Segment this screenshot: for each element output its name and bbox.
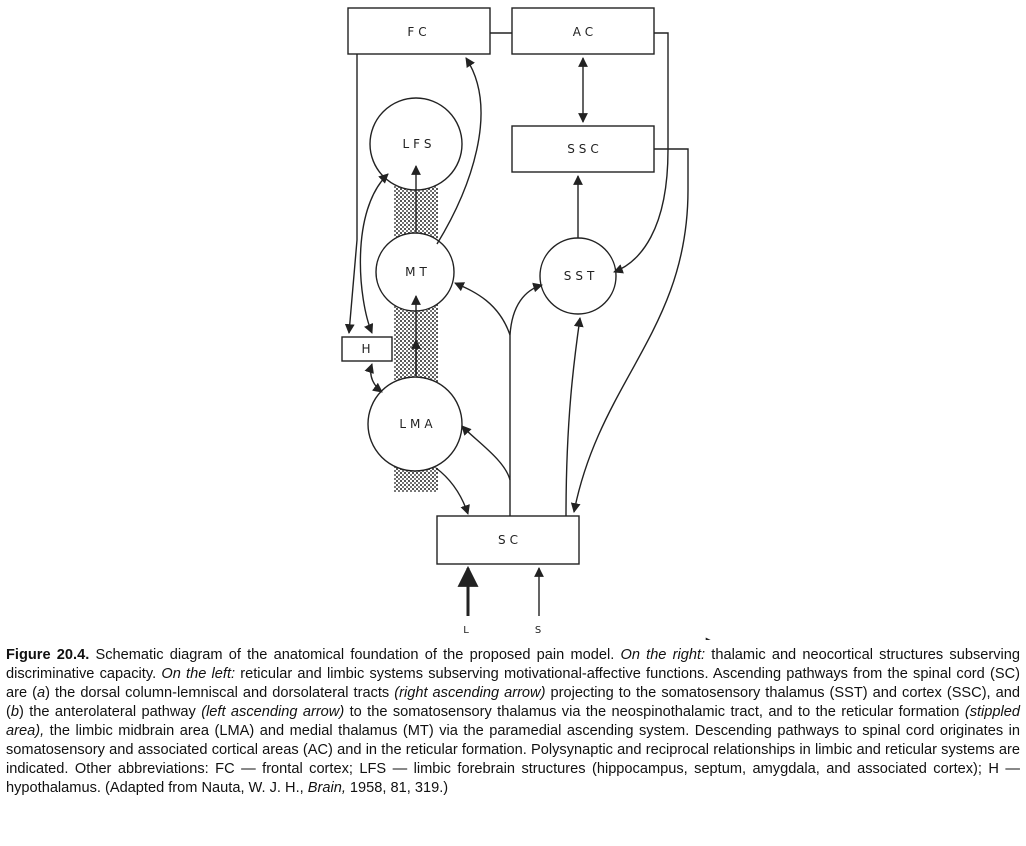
h-label: H	[361, 342, 374, 356]
lfs-h-reciprocal	[359, 173, 389, 334]
ssc-descending-to-sc	[570, 148, 689, 513]
caption-text-2: thalamic and neocortical structures subs…	[6, 647, 1021, 682]
caption-text-4: ) the dorsal column-lemniscal and dorsol…	[45, 685, 395, 701]
sc-box	[436, 515, 580, 565]
caption-italic-1: On the right:	[620, 647, 706, 663]
mt-fc-arrow	[436, 57, 482, 245]
caption-text-5: projecting to the somatosensory thalamus…	[6, 685, 1020, 720]
sc-to-lma-branch	[461, 425, 511, 481]
lma-label: LMA	[399, 417, 436, 431]
fc-label: FC	[407, 25, 430, 39]
caption-text-3: reticular and limbic systems subserving …	[6, 666, 1020, 701]
sc-to-mt-branch	[454, 282, 511, 336]
caption-italic-7: (stippled area),	[6, 704, 1020, 739]
h-box	[341, 336, 393, 362]
mt-label: MT	[405, 265, 431, 279]
ac-descending-to-sst	[613, 32, 669, 274]
caption-italic-8: Brain,	[307, 780, 346, 796]
sc-to-sst-right-ascending	[565, 317, 584, 517]
ssc-box	[511, 125, 655, 173]
lma-sc-arrow	[435, 467, 470, 515]
fc-box	[347, 7, 491, 55]
input-l-label: L	[463, 625, 473, 636]
fc-h-descending	[344, 54, 358, 334]
caption-text-7: to the somatosensory thalamus via the ne…	[344, 704, 965, 720]
figure-caption: Figure 20.4. Schematic diagram of the an…	[6, 646, 1020, 798]
input-s-label: S	[535, 625, 545, 636]
ac-box	[511, 7, 655, 55]
caption-text-8: the limbic midbrain area (LMA) and media…	[6, 723, 1020, 796]
sc-to-sst-branch	[509, 282, 543, 336]
figure-number: Figure 20.4.	[6, 647, 90, 663]
caption-text-9: 1958, 81, 319.)	[345, 780, 449, 796]
h-lma-reciprocal	[364, 363, 383, 393]
caption-italic-3: a	[36, 685, 46, 701]
ssc-label: SSC	[567, 142, 603, 156]
caption-text-1: Schematic diagram of the anatomical foun…	[89, 647, 621, 663]
caption-italic-5: b	[10, 704, 19, 720]
pain-model-diagram: FC AC SSC LFS MT SST H LMA SC L S	[341, 7, 713, 640]
ac-label: AC	[573, 25, 597, 39]
caption-italic-6: (left ascending arrow)	[201, 704, 345, 720]
sc-label: SC	[498, 533, 522, 547]
caption-italic-4: (right ascending arrow)	[394, 685, 546, 701]
lfs-label: LFS	[403, 137, 436, 151]
lma-circle	[367, 376, 463, 472]
caption-text-6: ) the anterolateral pathway	[19, 704, 202, 720]
caption-italic-2: On the left:	[161, 666, 236, 682]
sst-label: SST	[564, 269, 599, 283]
